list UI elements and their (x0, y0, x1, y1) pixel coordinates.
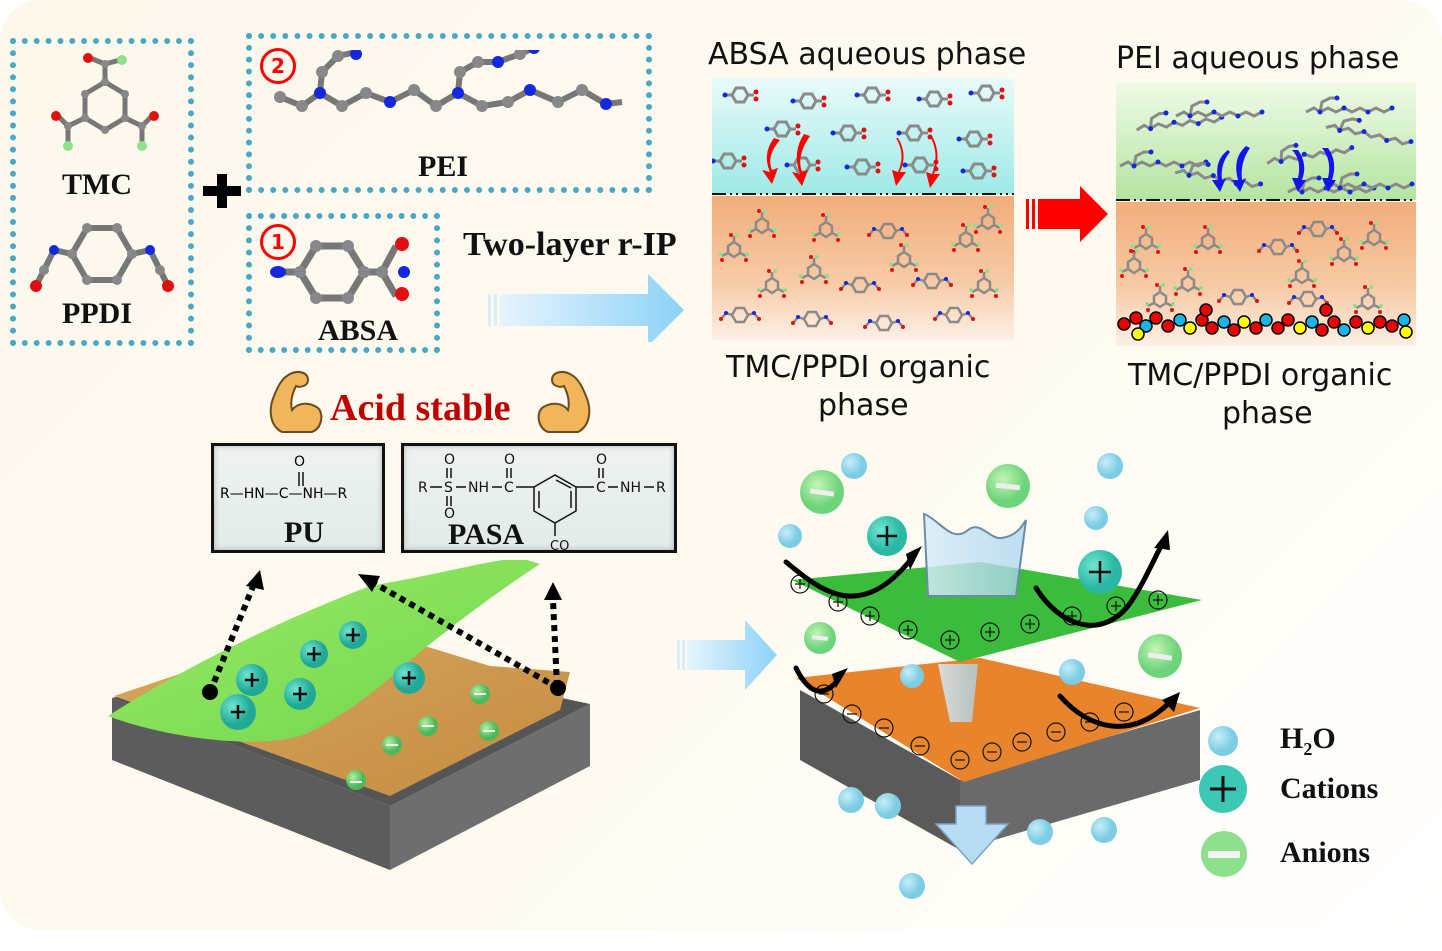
pasa-o: O (596, 452, 607, 468)
absa-interface-diagram (712, 78, 1014, 340)
pei-box (246, 33, 652, 193)
support-side-right (960, 710, 1200, 850)
pei-interface-diagram (1116, 82, 1416, 346)
step-1-badge: 1 (260, 224, 296, 260)
pasa-negative-layer (796, 658, 1200, 782)
plus-icon (203, 174, 241, 208)
pointer-dot (550, 680, 566, 696)
pu-double-bond (298, 472, 304, 486)
legend-label-water: H2O (1280, 722, 1336, 759)
flow-arrows (783, 541, 1173, 729)
tmc-label: TMC (62, 168, 132, 201)
pu-carbonyl-o: O (294, 454, 306, 470)
water-molecules (778, 453, 1123, 899)
pasa-c: C (504, 480, 514, 496)
arrow-head (358, 574, 380, 592)
pasa-nh: NH (620, 480, 641, 496)
pasa-label: PASA (448, 518, 525, 551)
pasa-nh: NH (468, 480, 489, 496)
legend-label-cations: Cations (1280, 772, 1379, 805)
flexed-arm-icon (537, 371, 591, 433)
pei-diffusion-arrows (1212, 146, 1336, 192)
absa-organic-label-line1: TMC/PPDI organic (726, 350, 991, 385)
absa-phase-title: ABSA aqueous phase (708, 37, 1027, 72)
anion-icon (1201, 831, 1247, 877)
cation-icon (1199, 765, 1247, 813)
pei-molecule-icon (274, 50, 623, 112)
acid-stable-title: Acid stable (330, 387, 511, 429)
support-side-left (800, 690, 960, 850)
pei-organic-label-line1: TMC/PPDI organic (1128, 358, 1393, 393)
water-channel-top (922, 512, 1027, 597)
step-2-badge: 2 (260, 48, 296, 84)
absa-organic-label-line2: phase (818, 388, 909, 423)
pasa-structure-box: R S O O NH C O C O NH R CO (401, 443, 677, 553)
pu-label: PU (284, 516, 324, 549)
permeate-arrow (934, 805, 1010, 866)
surface-cations (220, 621, 425, 730)
polyamide-layer (1117, 303, 1413, 341)
process-label: Two-layer r-IP (463, 226, 677, 263)
legend: H2O Cations Anions (1198, 720, 1418, 890)
support-side-left (112, 698, 390, 870)
process-arrow-icon (488, 274, 684, 342)
pasa-o: O (504, 452, 515, 468)
organic-monomer-box (10, 38, 194, 346)
surface-anions (346, 684, 499, 790)
pu-structure-box: O R—HN—C—NH—R PU (211, 443, 385, 553)
absa-label: ABSA (318, 314, 399, 347)
arrow-head (544, 582, 562, 600)
legend-label-anions: Anions (1280, 836, 1371, 869)
pei-phase-title: PEI aqueous phase (1116, 41, 1400, 76)
tmc-molecule-icon (51, 53, 159, 151)
absa-molecule-icon (270, 237, 410, 304)
pasa-r-left: R (418, 480, 428, 496)
pasa-co: CO (550, 539, 569, 552)
separation-mechanism-illustration (778, 453, 1202, 899)
pasa-r-right: R (656, 480, 666, 496)
absa-box (246, 213, 440, 353)
water-channel-middle (938, 664, 978, 722)
pasa-structure: R S O O NH C O C O NH R CO (418, 452, 666, 552)
water-molecule-icon (1208, 726, 1238, 756)
ppdi-molecule-icon (30, 223, 174, 292)
pasa-s: S (444, 480, 453, 496)
pointer-dot (202, 684, 218, 700)
pei-organic-label-line2: phase (1222, 396, 1313, 431)
red-arrow-icon (1026, 186, 1108, 242)
pasa-o: O (444, 452, 455, 468)
diffusion-arrows (762, 134, 940, 188)
ppdi-label: PPDI (62, 297, 132, 330)
pointer-lines (207, 579, 560, 694)
pasa-c: C (596, 480, 606, 496)
membrane-3d-illustration (108, 560, 590, 870)
pu-formula: R—HN—C—NH—R (220, 486, 348, 502)
pasa-o: O (444, 506, 455, 522)
pei-label: PEI (418, 150, 469, 183)
support-side-right (390, 704, 590, 870)
flexed-arm-icon (269, 371, 323, 433)
transition-arrow-icon (677, 620, 777, 690)
positive-charges (790, 574, 1168, 650)
arrow-head (246, 570, 264, 590)
